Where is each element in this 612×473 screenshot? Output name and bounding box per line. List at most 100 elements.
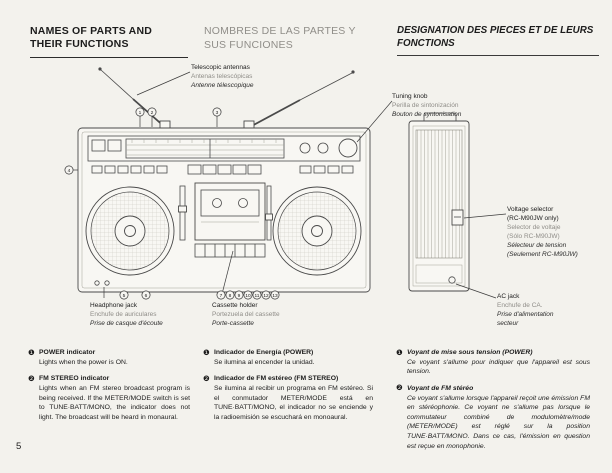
desc-item: ❶ Indicador de Energía (POWER) Se ilumin… (203, 348, 373, 367)
ac-label-fr: Prise d'alimentation (497, 311, 554, 319)
svg-text:12: 12 (263, 293, 269, 299)
item-title: POWER indicator (39, 349, 96, 356)
callout-tuning-knob: Tuning knob Perilla de sintonización Bou… (392, 92, 461, 119)
svg-text:1: 1 (139, 110, 142, 116)
diagram-marker-4 (64, 165, 74, 175)
tuning-knob-art (338, 138, 358, 158)
title-en-line1: NAMES OF PARTS AND (30, 25, 153, 37)
diagram-marker-7 (216, 290, 226, 300)
item-title: Indicador de FM estéreo (FM STEREO) (214, 375, 339, 383)
callout-headphone-jack: Headphone jack Enchufe de auriculares Pr… (90, 301, 163, 328)
item-body: Ce voyant s'allume pour indiquer que l'a… (407, 358, 590, 376)
page-title-spanish: NOMBRES DE LAS PARTES Y SUS FUNCIONES (204, 25, 380, 52)
item-body: Se ilumina al recibir un programa en FM … (214, 384, 373, 421)
slider-track-right (266, 185, 272, 241)
small-knob-2 (317, 142, 329, 154)
tuning-label-en: Tuning knob (392, 93, 428, 100)
antennas-label-fr: Antenne télescopique (191, 82, 254, 90)
svg-text:11: 11 (255, 293, 260, 299)
item-number: ❶ (203, 347, 210, 357)
tuning-dial-scale (125, 138, 285, 159)
vu-meter-right (107, 139, 122, 152)
diagram-marker-5 (119, 290, 129, 300)
desc-item: ❷ Indicador de FM estéreo (FM STEREO) Se… (203, 374, 373, 422)
slider-knob-left (178, 205, 187, 213)
svg-text:5: 5 (123, 293, 126, 299)
voltage-note-es: (Sólo RC-M90JW) (507, 233, 560, 241)
headphone-jack-art (94, 280, 100, 286)
diagram-marker-9 (234, 290, 244, 300)
headphone-label-en: Headphone jack (90, 302, 137, 309)
ac-label-en: AC jack (497, 293, 520, 300)
descriptions-english: ❶ POWER indicator Lights when the power … (28, 348, 190, 429)
desc-item: ❶ POWER indicator Lights when the power … (28, 348, 190, 367)
left-speaker (85, 186, 175, 276)
cassette-label-es: Portezuela del cassette (212, 311, 280, 319)
item-number: ❷ (396, 383, 403, 393)
diagram-marker-3 (212, 107, 222, 117)
headphone-label-fr: Prise de casque d'écoute (90, 320, 163, 328)
item-title: Voyant de mise sous tension (POWER) (407, 349, 533, 356)
item-title: Voyant de FM stéréo (407, 384, 474, 392)
voltage-label-en: Voltage selector (507, 206, 554, 213)
svg-text:8: 8 (229, 293, 232, 299)
dial-panel (87, 135, 361, 162)
item-number: ❷ (203, 373, 210, 383)
cassette-label-en: Cassette holder (212, 302, 258, 309)
side-grille (415, 129, 463, 259)
slider-track-left (179, 185, 186, 241)
antenna-hinge-right (243, 120, 255, 129)
desc-item: ❷ Voyant de FM stéréo Ce voyant s'allume… (396, 383, 590, 451)
right-speaker (272, 186, 362, 276)
side-view (408, 112, 470, 292)
item-number: ❶ (28, 347, 35, 357)
page-number: 5 (16, 441, 22, 452)
ac-jack-art (448, 276, 456, 284)
voltage-note-en: (RC-M90JW only) (507, 215, 559, 223)
switch-row (91, 164, 354, 175)
ac-label-fr2: secteur (497, 320, 519, 328)
callout-ac-jack: AC jack Enchufe de CA. Prise d'alimentat… (497, 292, 554, 328)
svg-text:4: 4 (68, 168, 71, 174)
voltage-label-es: Selector de voltaje (507, 224, 561, 232)
item-body: Se ilumina al encender la unidad. (214, 358, 315, 366)
small-knob-1 (299, 142, 311, 154)
item-title: FM STEREO indicator (39, 375, 110, 383)
page-title-english: NAMES OF PARTS AND THEIR FUNCTIONS (30, 25, 188, 58)
svg-text:9: 9 (238, 293, 241, 299)
title-en-line2: THEIR FUNCTIONS (30, 38, 129, 51)
voltage-selector-art (451, 209, 464, 226)
vu-meter-left (91, 139, 106, 152)
antenna-hinge-left (159, 120, 171, 129)
svg-text:2: 2 (151, 110, 154, 116)
diagram-marker-11 (252, 290, 262, 300)
front-view (77, 127, 371, 293)
callout-cassette-holder: Cassette holder Portezuela del cassette … (212, 301, 280, 328)
page-title-french: DESIGNATION DES PIECES ET DE LEURS FONCT… (397, 25, 599, 56)
piano-keys (194, 243, 266, 258)
item-number: ❶ (396, 347, 403, 357)
antennas-label-en: Telescopic antennas (191, 64, 250, 71)
leader-lines (73, 71, 507, 299)
descriptions-french: ❶ Voyant de mise sous tension (POWER) Ce… (396, 348, 590, 458)
title-es-line2: SUS FUNCIONES (204, 38, 293, 51)
cassette-label-fr: Porte-cassette (212, 320, 254, 328)
headphone-label-es: Enchufe de auriculares (90, 311, 157, 319)
cassette-door-art (194, 182, 266, 258)
slider-knob-right (265, 213, 273, 221)
item-number: ❷ (28, 373, 35, 383)
antennas-label-es: Antenas telescópicas (191, 73, 253, 81)
title-fr-line2: FONCTIONS (397, 37, 455, 49)
diagram-marker-2 (147, 107, 157, 117)
diagram-marker-1 (135, 107, 145, 117)
item-body: Lights when an FM stereo broadcast progr… (39, 384, 190, 421)
callout-telescopic-antennas: Telescopic antennas Antenas telescópicas… (191, 63, 254, 90)
svg-text:13: 13 (272, 293, 278, 299)
svg-text:10: 10 (245, 293, 251, 299)
tuning-label-es: Perilla de sintonización (392, 102, 459, 110)
ac-label-es: Enchufe de CA. (497, 302, 543, 310)
item-body: Ce voyant s'allume lorsque l'appareil re… (407, 394, 590, 450)
